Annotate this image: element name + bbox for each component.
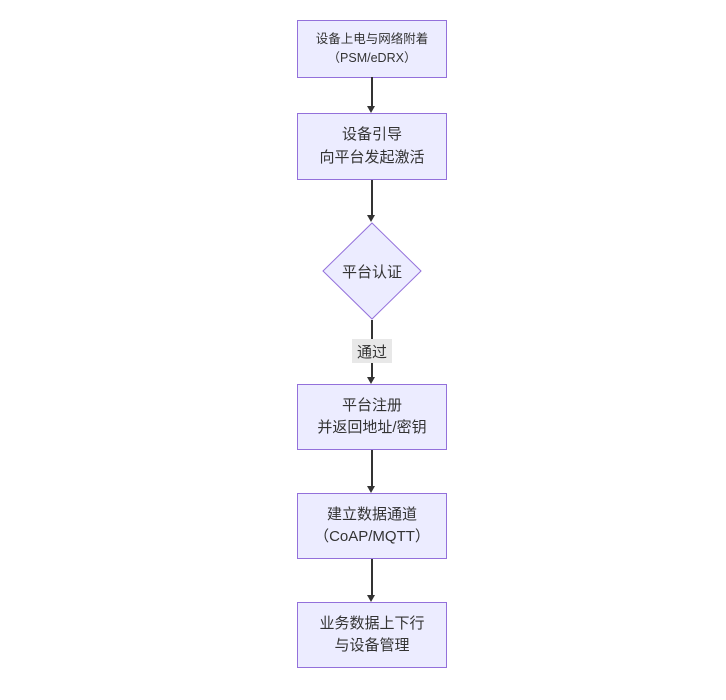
node-text-line: 平台注册 [341,396,402,414]
node-platform-auth-decision: 平台认证 [322,222,422,320]
node-text-line: 向平台发起激活 [319,148,425,166]
edge-label-pass: 通过 [352,339,392,363]
node-business-data: 业务数据上下行 与设备管理 [297,602,447,668]
arrowhead-down-icon [367,486,375,493]
connector-line [371,559,373,595]
node-text-line: 并返回地址/密钥 [317,419,427,436]
node-text-line: 设备上电与网络附着 [315,31,429,46]
node-text-line: 建立数据通道 [326,505,417,523]
node-data-channel: 建立数据通道 （CoAP/MQTT） [297,493,447,559]
node-platform-register: 平台注册 并返回地址/密钥 [297,384,447,450]
connector-line [371,77,373,106]
node-text-line: 平台认证 [341,263,402,281]
node-text-line: （PSM/eDRX） [327,51,417,65]
node-device-bootstrap: 设备引导 向平台发起激活 [297,113,447,180]
node-text-line: （CoAP/MQTT） [314,528,430,545]
diamond-shape [322,222,422,320]
arrowhead-down-icon [367,377,375,384]
arrowhead-down-icon [367,215,375,222]
arrowhead-down-icon [367,106,375,113]
node-text-line: 与设备管理 [334,637,410,654]
arrowhead-down-icon [367,595,375,602]
connector-line [371,180,373,215]
node-text-line: 设备引导 [341,126,402,143]
node-text-line: 业务数据上下行 [319,614,425,632]
connector-line [371,450,373,486]
node-device-power-attach: 设备上电与网络附着 （PSM/eDRX） [297,20,447,78]
